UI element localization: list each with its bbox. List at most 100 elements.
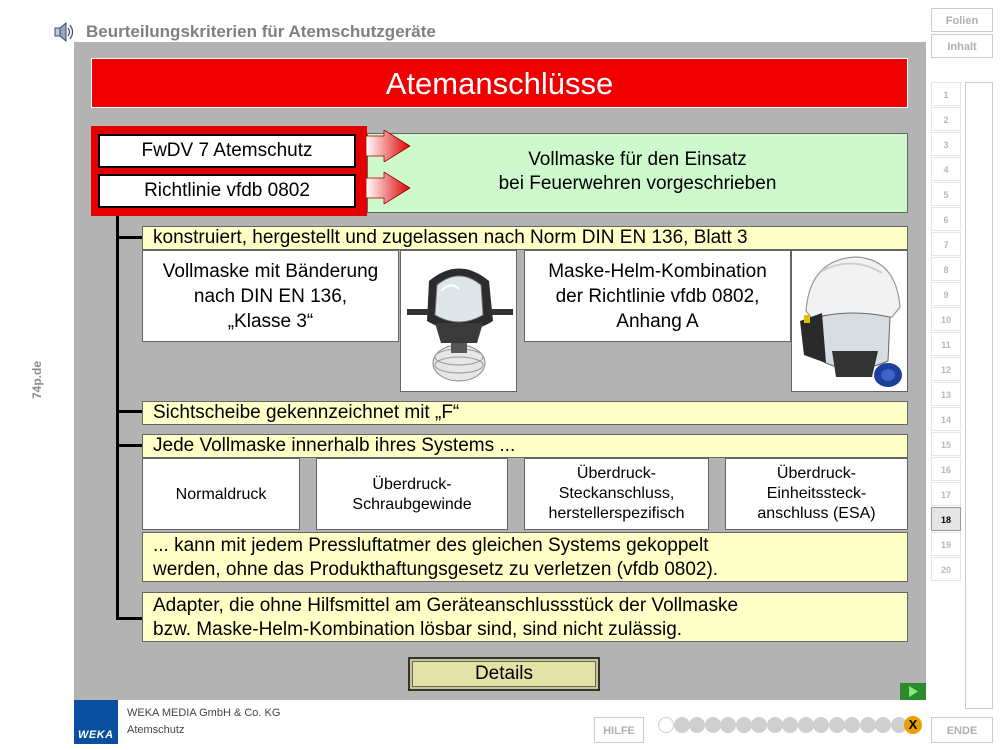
type-normal-pressure: Normaldruck [142, 458, 300, 530]
slide-number-15[interactable]: 15 [931, 432, 961, 456]
slide-number-13[interactable]: 13 [931, 382, 961, 406]
progress-dot [720, 717, 736, 733]
type-line: herstellerspezifisch [548, 505, 685, 522]
progress-dot [890, 717, 907, 733]
arrow-right-icon [365, 171, 411, 205]
progress-dot [658, 717, 674, 733]
tree-branch [116, 410, 142, 413]
coupling-line: werden, ohne das Produkthaftungsgesetz z… [153, 559, 719, 580]
details-button[interactable]: Details [408, 657, 600, 691]
logo-text: WEKA [78, 729, 114, 741]
mask-left-line: nach DIN EN 136, [193, 286, 348, 307]
regulation-frame: FwDV 7 Atemschutz Richtlinie vfdb 0802 [91, 126, 367, 216]
company-name: WEKA MEDIA GmbH & Co. KG [127, 707, 281, 719]
progress-dot [751, 717, 767, 733]
type-line: Einheitssteck- [766, 485, 867, 502]
mask-left-line: Vollmaske mit Bänderung [162, 261, 379, 282]
presentation-title: Beurteilungskriterien für Atemschutzgerä… [86, 22, 436, 41]
criterion-system: Jede Vollmaske innerhalb ihres Systems .… [142, 434, 908, 458]
progress-dot [704, 717, 721, 733]
coupling-line: ... kann mit jedem Pressluftatmer des gl… [153, 535, 709, 556]
type-line: Schraubgewinde [352, 496, 472, 513]
regulation-item: FwDV 7 Atemschutz [98, 134, 356, 168]
slide-number-16[interactable]: 16 [931, 457, 961, 481]
progress-dot [859, 717, 876, 733]
type-separator [709, 458, 725, 530]
adapter-line: bzw. Maske-Helm-Kombination lösbar sind,… [153, 619, 683, 640]
criterion-visor: Sichtscheibe gekennzeichnet mit „F“ [142, 401, 908, 425]
slide-number-19[interactable]: 19 [931, 532, 961, 556]
tree-line [116, 216, 119, 620]
slide-number-2[interactable]: 2 [931, 107, 961, 131]
tree-branch [116, 236, 142, 239]
progress-dot [813, 717, 829, 733]
slide-number-11[interactable]: 11 [931, 332, 961, 356]
slide-number-17[interactable]: 17 [931, 482, 961, 506]
type-overpressure-thread: Überdruck- Schraubgewinde [316, 458, 508, 530]
slide-title: Atemanschlüsse [91, 58, 908, 108]
requirement-box: Vollmaske für den Einsatz bei Feuerwehre… [367, 133, 908, 213]
progress-dot [673, 717, 690, 733]
progress-dot [844, 717, 860, 733]
mask-right-description: Maske-Helm-Kombination der Richtlinie vf… [524, 250, 791, 342]
mask-helmet-image [791, 250, 908, 392]
mask-right-line: Anhang A [616, 311, 699, 332]
tree-branch [116, 617, 142, 620]
adapter-line: Adapter, die ohne Hilfsmittel am Gerätea… [153, 595, 739, 616]
type-overpressure-plug: Überdruck- Steckanschluss, herstellerspe… [524, 458, 709, 530]
regulation-item: Richtlinie vfdb 0802 [98, 174, 356, 208]
full-mask-image [400, 250, 517, 392]
nav-scrollbar[interactable] [965, 82, 993, 709]
side-watermark: 74p.de [26, 356, 48, 404]
type-line: Überdruck- [576, 465, 657, 482]
requirement-line: Vollmaske für den Einsatz [528, 149, 747, 170]
slide-number-8[interactable]: 8 [931, 257, 961, 281]
progress-dot [828, 717, 845, 733]
type-line: Überdruck- [372, 476, 452, 493]
type-line: Überdruck- [776, 465, 857, 482]
type-line: Normaldruck [175, 486, 267, 503]
mask-right-line: der Richtlinie vfdb 0802, [555, 286, 760, 307]
slide-number-14[interactable]: 14 [931, 407, 961, 431]
type-line: Steckanschluss, [558, 485, 675, 502]
contents-nav-button[interactable]: Inhalt [931, 34, 993, 58]
progress-dot [735, 717, 752, 733]
slide-number-9[interactable]: 9 [931, 282, 961, 306]
slide-number-3[interactable]: 3 [931, 132, 961, 156]
product-name: Atemschutz [127, 724, 185, 736]
weka-logo: WEKA [74, 700, 118, 744]
slides-nav-button[interactable]: Folien [931, 8, 993, 32]
slide-number-1[interactable]: 1 [931, 82, 961, 106]
help-button[interactable]: HILFE [594, 717, 644, 743]
type-esa: Überdruck- Einheitssteck- anschluss (ESA… [725, 458, 908, 530]
slide-number-6[interactable]: 6 [931, 207, 961, 231]
progress-dot [875, 717, 891, 733]
criterion-standard: konstruiert, hergestellt und zugelassen … [142, 226, 908, 250]
slide-number-4[interactable]: 4 [931, 157, 961, 181]
progress-dot [782, 717, 798, 733]
slide-number-20[interactable]: 20 [931, 557, 961, 581]
arrow-right-icon [365, 129, 411, 163]
type-separator [508, 458, 524, 530]
slide-number-12[interactable]: 12 [931, 357, 961, 381]
requirement-line: bei Feuerwehren vorgeschrieben [498, 173, 777, 194]
next-slide-icon[interactable] [900, 683, 926, 700]
slide-number-5[interactable]: 5 [931, 182, 961, 206]
slide-number-10[interactable]: 10 [931, 307, 961, 331]
progress-dot [797, 717, 814, 733]
slide-number-18[interactable]: 18 [931, 507, 961, 531]
progress-dot [689, 717, 705, 733]
close-button[interactable]: X [904, 716, 922, 734]
slide-number-7[interactable]: 7 [931, 232, 961, 256]
type-line: anschluss (ESA) [757, 505, 876, 522]
criterion-coupling: ... kann mit jedem Pressluftatmer des gl… [142, 532, 908, 582]
mask-right-line: Maske-Helm-Kombination [548, 261, 767, 282]
mask-left-line: „Klasse 3“ [227, 311, 314, 332]
side-watermark-text: 74p.de [30, 360, 44, 400]
criterion-adapter: Adapter, die ohne Hilfsmittel am Gerätea… [142, 592, 908, 642]
tree-branch [116, 444, 142, 447]
end-button[interactable]: ENDE [931, 717, 993, 743]
progress-dot [766, 717, 783, 733]
speaker-icon[interactable] [54, 21, 76, 43]
